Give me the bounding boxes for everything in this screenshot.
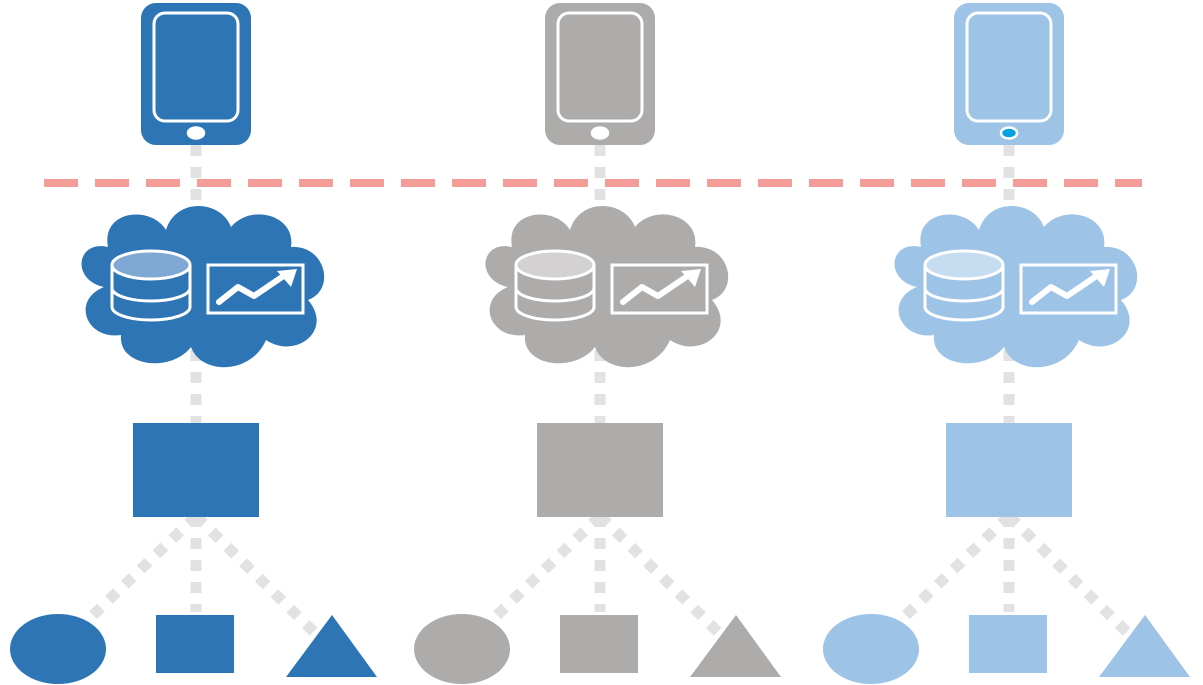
tablet-icon — [141, 3, 251, 145]
tablet-icon — [545, 3, 655, 145]
connector-hub-triangle — [596, 512, 724, 638]
database-body — [923, 265, 1005, 322]
trend-chart-icon — [206, 263, 305, 315]
cloud-icon — [485, 206, 729, 368]
device-body — [954, 3, 1064, 145]
connector-hub-ellipse — [82, 512, 200, 626]
chart-frame — [206, 263, 305, 315]
trend-chart-icon — [610, 263, 709, 315]
connector-hub-triangle — [192, 512, 320, 638]
tablet-icon — [954, 3, 1064, 145]
database-body — [110, 265, 192, 322]
connector-hub-ellipse — [895, 512, 1013, 626]
child-square — [156, 615, 234, 673]
cloud-shape — [81, 206, 325, 368]
connector-hub-ellipse — [486, 512, 604, 626]
database-top — [110, 249, 192, 281]
child-square — [969, 615, 1047, 673]
child-triangle — [1099, 615, 1190, 677]
database-band — [923, 287, 1005, 303]
column-gray — [414, 3, 781, 684]
home-button — [999, 126, 1019, 140]
trend-line — [620, 270, 695, 305]
trend-line — [1029, 270, 1104, 305]
home-button — [186, 126, 206, 140]
column-blue — [10, 3, 377, 684]
trend-arrowhead — [1090, 269, 1110, 287]
database-band — [514, 287, 596, 303]
database-cylinder-icon — [923, 249, 1005, 322]
hub-square — [946, 423, 1072, 517]
child-ellipse — [414, 614, 510, 684]
trend-line — [216, 270, 291, 305]
child-ellipse — [823, 614, 919, 684]
child-triangle — [690, 615, 781, 677]
cloud-icon — [894, 206, 1138, 368]
trend-arrowhead — [681, 269, 701, 287]
diagram-columns — [10, 3, 1190, 684]
device-screen — [965, 11, 1053, 123]
hub-square — [133, 423, 259, 517]
database-top — [514, 249, 596, 281]
device-screen — [152, 11, 240, 123]
device-screen — [556, 11, 644, 123]
device-body — [141, 3, 251, 145]
hub-square — [537, 423, 663, 517]
trend-arrowhead — [277, 269, 297, 287]
child-square — [560, 615, 638, 673]
child-triangle — [286, 615, 377, 677]
home-button — [590, 126, 610, 140]
database-top — [923, 249, 1005, 281]
column-light-blue — [823, 3, 1190, 684]
database-cylinder-icon — [110, 249, 192, 322]
cloud-shape — [894, 206, 1138, 368]
cloud-icon — [81, 206, 325, 368]
connector-hub-triangle — [1005, 512, 1133, 638]
chart-frame — [1019, 263, 1118, 315]
database-band — [110, 287, 192, 303]
chart-frame — [610, 263, 709, 315]
device-body — [545, 3, 655, 145]
trend-chart-icon — [1019, 263, 1118, 315]
database-body — [514, 265, 596, 322]
child-ellipse — [10, 614, 106, 684]
cloud-shape — [485, 206, 729, 368]
database-cylinder-icon — [514, 249, 596, 322]
